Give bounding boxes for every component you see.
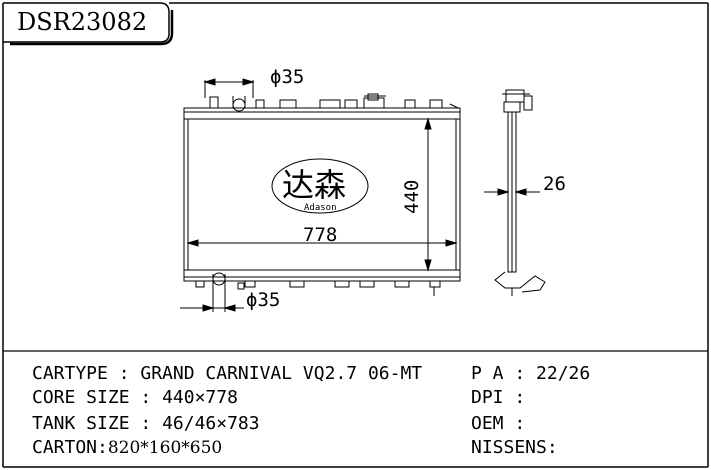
height-dimension-label: 440	[401, 180, 423, 214]
carton-value: 820*160*650	[107, 438, 223, 458]
outlet-diameter-label: ϕ35	[246, 289, 280, 311]
spec-cartype: CARTYPE : GRAND CARNIVAL VQ2.7 06-MT	[32, 363, 423, 384]
oem-label: OEM	[471, 413, 504, 434]
core-size-label: CORE SIZE	[32, 387, 130, 408]
spec-pa: P A : 22/26	[471, 363, 591, 384]
logo-english-text: Adason	[304, 203, 337, 213]
tank-size-label: TANK SIZE	[32, 413, 130, 434]
pa-value: 22/26	[536, 363, 591, 384]
radiator-front-view	[183, 93, 461, 296]
adason-logo	[271, 158, 369, 214]
pa-label: P A	[471, 363, 504, 384]
dpi-label: DPI	[471, 387, 504, 408]
width-dimension-label: 778	[303, 224, 337, 246]
thickness-dimension-label: 26	[543, 173, 566, 195]
cartype-label: CARTYPE	[32, 363, 108, 384]
dimension-lines	[180, 78, 458, 312]
spec-carton: CARTON:820*160*650	[32, 437, 222, 459]
carton-label: CARTON:	[32, 437, 108, 458]
radiator-side-view	[484, 89, 546, 296]
spec-oem: OEM :	[471, 413, 537, 434]
spec-core-size: CORE SIZE : 440×778	[32, 387, 238, 408]
core-size-value: 440×778	[162, 387, 238, 408]
cartype-value: GRAND CARNIVAL VQ2.7 06-MT	[140, 363, 423, 384]
inlet-diameter-label: ϕ35	[270, 66, 304, 88]
spec-nissens: NISSENS:	[471, 437, 558, 459]
spec-tank-size: TANK SIZE : 46/46×783	[32, 413, 260, 434]
spec-dpi: DPI :	[471, 387, 537, 408]
logo-chinese-text: 达森	[282, 166, 346, 204]
part-code: DSR23082	[17, 8, 148, 36]
tank-size-value: 46/46×783	[162, 413, 260, 434]
nissens-label: NISSENS:	[471, 437, 558, 458]
